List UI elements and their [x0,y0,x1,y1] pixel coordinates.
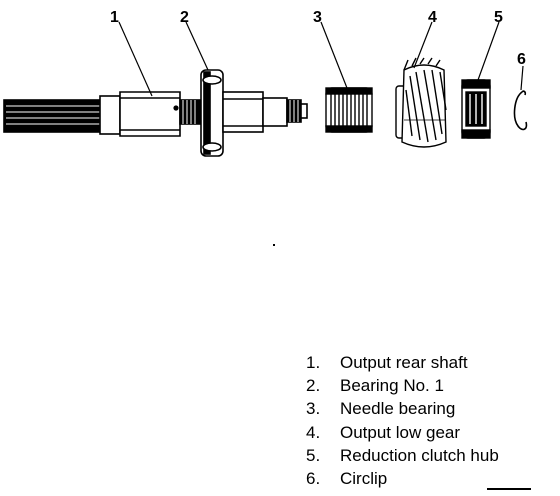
output-rear-shaft [3,91,201,137]
callout-5: 5 [494,9,503,26]
callout-6: 6 [517,51,526,68]
speck [273,244,275,246]
callout-2: 2 [180,9,189,26]
output-low-gear [395,57,447,148]
legend-text: Output rear shaft [340,353,468,372]
legend-item: 6. Circlip [306,467,499,490]
parts-legend: 1. Output rear shaft 2. Bearing No. 1 3.… [306,351,499,490]
legend-number: 3. [306,399,321,419]
legend-number: 2. [306,376,321,396]
legend-number: 5. [306,445,321,465]
legend-text: Output low gear [340,422,461,442]
callout-1: 1 [110,9,119,26]
legend-item: 4. Output low gear [306,421,499,444]
legend-number: 4. [306,422,321,442]
legend-item: 2. Bearing No. 1 [306,374,499,397]
legend-number: 6. [306,469,321,489]
legend-number: 1. [306,353,321,372]
divider [487,488,531,490]
callout-3: 3 [313,9,322,26]
legend-item: 3. Needle bearing [306,397,499,420]
legend-item: 1. Output rear shaft [306,351,499,374]
legend-item: 5. Reduction clutch hub [306,444,499,467]
legend-text: Needle bearing [340,399,456,419]
callout-4: 4 [428,9,437,26]
exploded-diagram: 1 2 3 4 5 6 [3,9,528,157]
bearing-no-1 [200,69,308,157]
legend-text: Reduction clutch hub [340,445,499,465]
legend-text: Bearing No. 1 [340,376,444,396]
circlip [513,90,528,131]
reduction-clutch-hub [461,79,491,139]
legend-text: Circlip [340,469,388,489]
leader-lines [118,21,524,97]
needle-bearing [325,87,373,133]
